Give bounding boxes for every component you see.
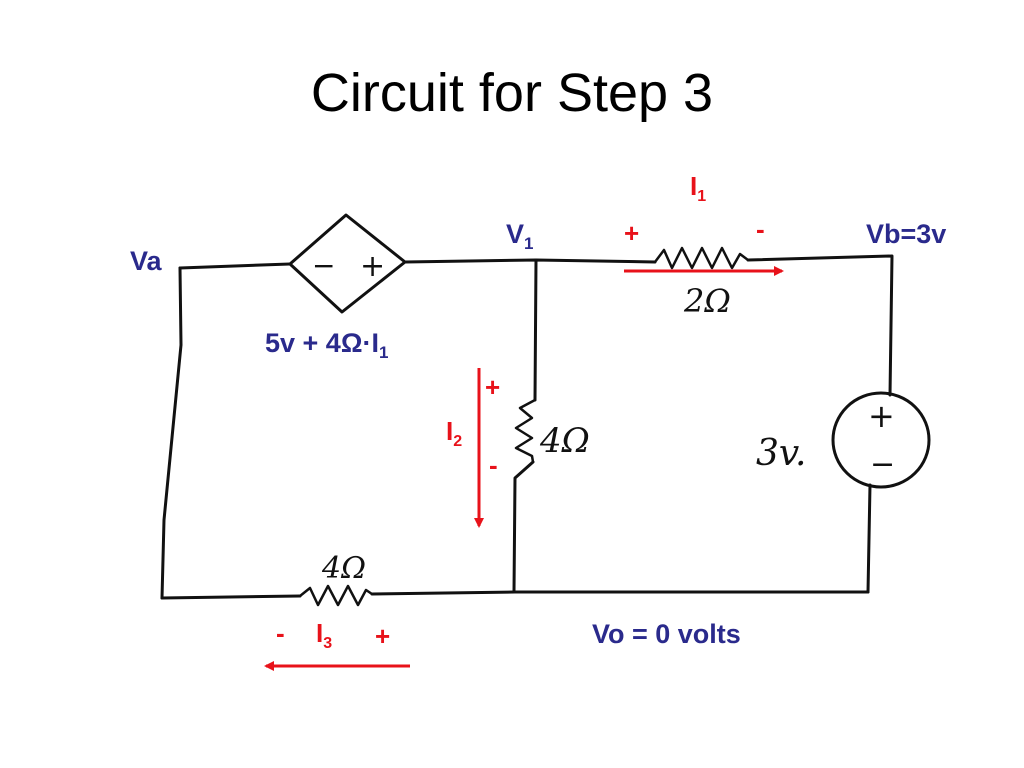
current-i2: I2 + - <box>446 368 500 528</box>
resistor-bottom-value: 4Ω <box>321 551 366 586</box>
slide-title: Circuit for Step 3 <box>310 63 714 123</box>
wire-center-upper <box>533 258 538 402</box>
node-label-vb: Vb=3v <box>866 219 946 249</box>
dependent-source-minus: − <box>312 249 335 282</box>
current-i2-minus: - <box>489 450 498 480</box>
dependent-source-plus: + <box>360 249 385 284</box>
current-i3-label: I3 <box>316 618 332 652</box>
wire-top-right <box>746 254 894 397</box>
independent-voltage-source-icon <box>831 391 931 489</box>
current-i1-label: I1 <box>690 171 706 205</box>
current-i2-plus: + <box>485 372 500 402</box>
current-i3: - I3 + <box>264 618 410 671</box>
current-i3-plus: + <box>375 621 390 651</box>
diamond-dependent-voltage-source-icon <box>288 213 407 314</box>
voltage-source-minus: − <box>870 447 895 482</box>
wire-top-middle <box>403 258 657 264</box>
wire-bottom-right <box>370 590 870 596</box>
resistor-middle-value: 4Ω <box>539 421 590 461</box>
independent-voltage-source: + − <box>831 391 931 489</box>
dependent-source-label: 5v + 4Ω·I1 <box>265 328 388 362</box>
voltage-source-plus: + <box>868 397 895 435</box>
node-label-v1: V1 <box>506 219 533 253</box>
wire-bottom-left <box>160 594 302 600</box>
current-i3-minus: - <box>276 618 285 648</box>
voltage-source-value: 3v. <box>756 433 806 474</box>
current-i1-plus: + <box>624 218 639 248</box>
dependent-voltage-source: − + <box>288 213 407 314</box>
current-i1-minus: - <box>756 214 765 244</box>
wire-left-side <box>160 266 183 600</box>
current-i1: I1 + - <box>624 171 784 276</box>
wire-center-lower <box>512 460 535 594</box>
resistor-top-value: 2Ω <box>683 282 731 320</box>
node-label-va: Va <box>130 246 163 276</box>
wire-right-lower <box>866 483 872 594</box>
resistor-middle-4-ohm <box>514 398 537 464</box>
current-i2-label: I2 <box>446 416 462 450</box>
resistor-bottom-4-ohm <box>298 584 374 607</box>
wire-top-left <box>178 262 292 270</box>
node-label-vo: Vo = 0 volts <box>592 619 741 649</box>
resistor-top-2-ohm <box>653 246 750 270</box>
